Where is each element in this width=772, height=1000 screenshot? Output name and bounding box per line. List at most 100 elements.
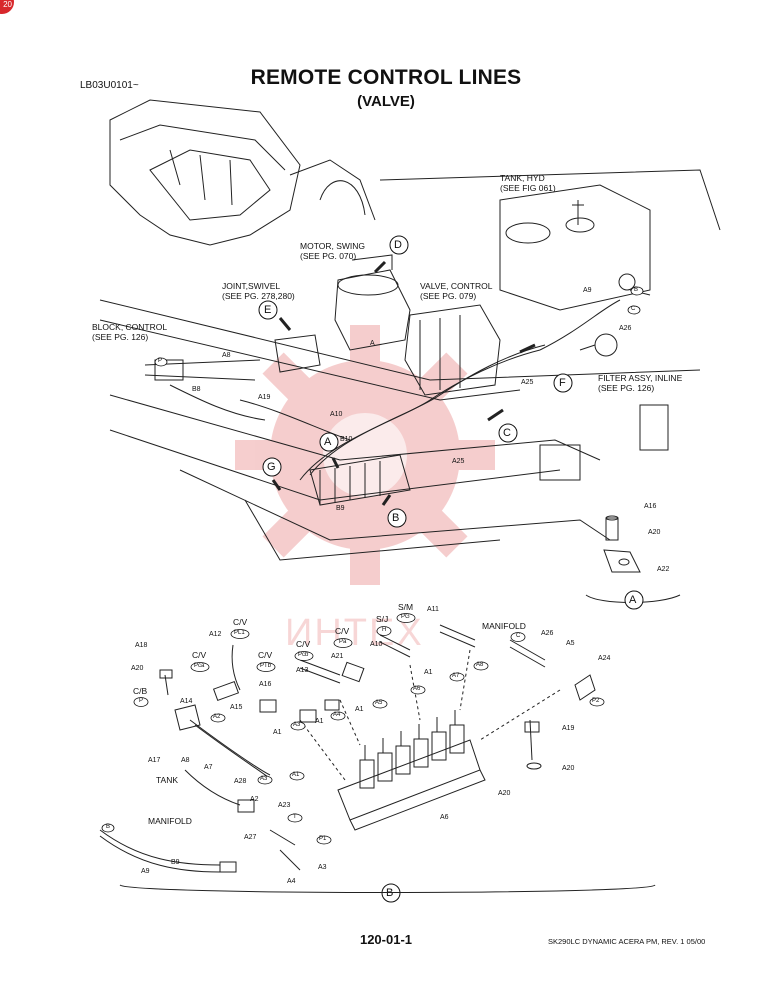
port-word: C/V	[233, 617, 248, 627]
detail-letter-a: A	[324, 436, 332, 448]
port-word: S/M	[398, 602, 414, 612]
part-label: A28	[234, 778, 247, 785]
part-label: A1	[424, 669, 433, 676]
detail-letter-b: B	[392, 512, 400, 524]
part-label: A5	[566, 640, 575, 647]
callout-swing-motor: MOTOR, SWING (SEE PG. 070)	[300, 241, 366, 261]
part-label: A19	[258, 394, 271, 401]
ring-label: A1	[292, 772, 300, 778]
part-label: A16	[259, 681, 272, 688]
part-label: A23	[278, 802, 291, 809]
part-label: A7	[204, 764, 213, 771]
part-label: A16	[644, 503, 657, 510]
part-label: A21	[331, 653, 344, 660]
ring-label: C	[631, 306, 636, 312]
part-label: A2	[250, 796, 259, 803]
port-word: S/J	[376, 614, 389, 624]
part-label: B8	[192, 386, 201, 393]
detail-letter-c: C	[503, 427, 511, 439]
part-label: A9	[583, 287, 592, 294]
part-label: A18	[135, 642, 148, 649]
ring-label: A3	[293, 722, 301, 728]
port-ring-label: C	[516, 633, 521, 639]
section-circle-b	[381, 883, 401, 903]
part-label: A8	[222, 352, 231, 359]
part-label: A4	[287, 878, 296, 885]
ring-label: A5	[375, 700, 383, 706]
detail-letter-f: F	[559, 377, 566, 389]
part-label: A13	[296, 667, 309, 674]
part-label: A	[370, 340, 375, 347]
part-label: A1	[355, 706, 364, 713]
part-label: A26	[541, 630, 554, 637]
callout-tank: TANK, HYD (SEE FIG 061)	[500, 173, 556, 193]
detail-letter-d: D	[394, 239, 402, 251]
ring-label: A4	[333, 712, 341, 718]
port-ring-label: Pca	[194, 663, 205, 669]
ring-label: A8	[476, 662, 484, 668]
callout-control-block: BLOCK, CONTROL (SEE PG. 126)	[92, 322, 168, 342]
port-ring-label: Pa	[339, 639, 347, 645]
port-ring-label: Pcb	[298, 652, 309, 658]
ring-label: B	[634, 287, 639, 293]
port-ring-label: P	[139, 698, 144, 704]
detail-letter-e: E	[264, 304, 272, 316]
part-label: A15	[230, 704, 243, 711]
port-word: C/V	[335, 626, 350, 636]
part-label: B9	[171, 859, 180, 866]
part-label: A11	[427, 606, 439, 613]
ring-label: A2	[213, 714, 221, 720]
part-label: A14	[180, 698, 193, 705]
part-label: A1	[315, 718, 324, 725]
part-label: A25	[521, 379, 534, 386]
part-label: A12	[209, 631, 222, 638]
part-label: A6	[440, 814, 449, 821]
part-label: A3	[318, 864, 327, 871]
port-word: C/V	[258, 650, 273, 660]
port-word: C/V	[296, 639, 311, 649]
port-ring-label: PG	[401, 614, 410, 620]
part-label: A22	[657, 566, 670, 573]
detail-circle-a	[319, 432, 339, 452]
part-label: A20	[131, 665, 144, 672]
section-letter-a: A	[629, 594, 637, 606]
port-word: C/V	[192, 650, 207, 660]
detail-circle-b	[387, 508, 407, 528]
part-label: A27	[244, 834, 257, 841]
port-ring-label: H	[382, 627, 387, 633]
port-word: MANIFOLD	[482, 621, 526, 631]
part-label: A20	[648, 529, 661, 536]
corner-badge: 20	[0, 0, 14, 14]
detail-circle-d	[389, 235, 409, 255]
part-label: A8	[181, 757, 190, 764]
detail-circle-g	[262, 457, 282, 477]
callout-inline-filter: FILTER ASSY, INLINE (SEE PG. 126)	[598, 373, 683, 393]
ring-label: P1	[319, 836, 327, 842]
callout-control-valve: VALVE, CONTROL (SEE PG. 079)	[420, 281, 493, 301]
document-id: LB03U0101~	[80, 80, 139, 91]
part-label: B9	[336, 505, 345, 512]
callout-swivel-joint: JOINT,SWIVEL (SEE PG. 278,280)	[222, 281, 295, 301]
part-label: A20	[498, 790, 511, 797]
port-word: C/B	[133, 686, 148, 696]
section-circle-a	[624, 590, 644, 610]
detail-letter-g: G	[267, 461, 276, 473]
part-label: A1	[273, 729, 282, 736]
part-label: A17	[148, 757, 161, 764]
manifold-label: MANIFOLD	[148, 816, 192, 826]
ring-label: A3	[260, 776, 268, 782]
tank-label: TANK	[156, 775, 179, 785]
part-label: A20	[562, 765, 575, 772]
ring-label: P2	[592, 698, 600, 704]
part-label: A10	[330, 411, 343, 418]
port-ring-label: PL1	[234, 630, 245, 636]
page-number: 120-01-1	[359, 932, 413, 947]
page-title: REMOTE CONTROL LINES	[250, 66, 522, 89]
part-label: A9	[141, 868, 150, 875]
